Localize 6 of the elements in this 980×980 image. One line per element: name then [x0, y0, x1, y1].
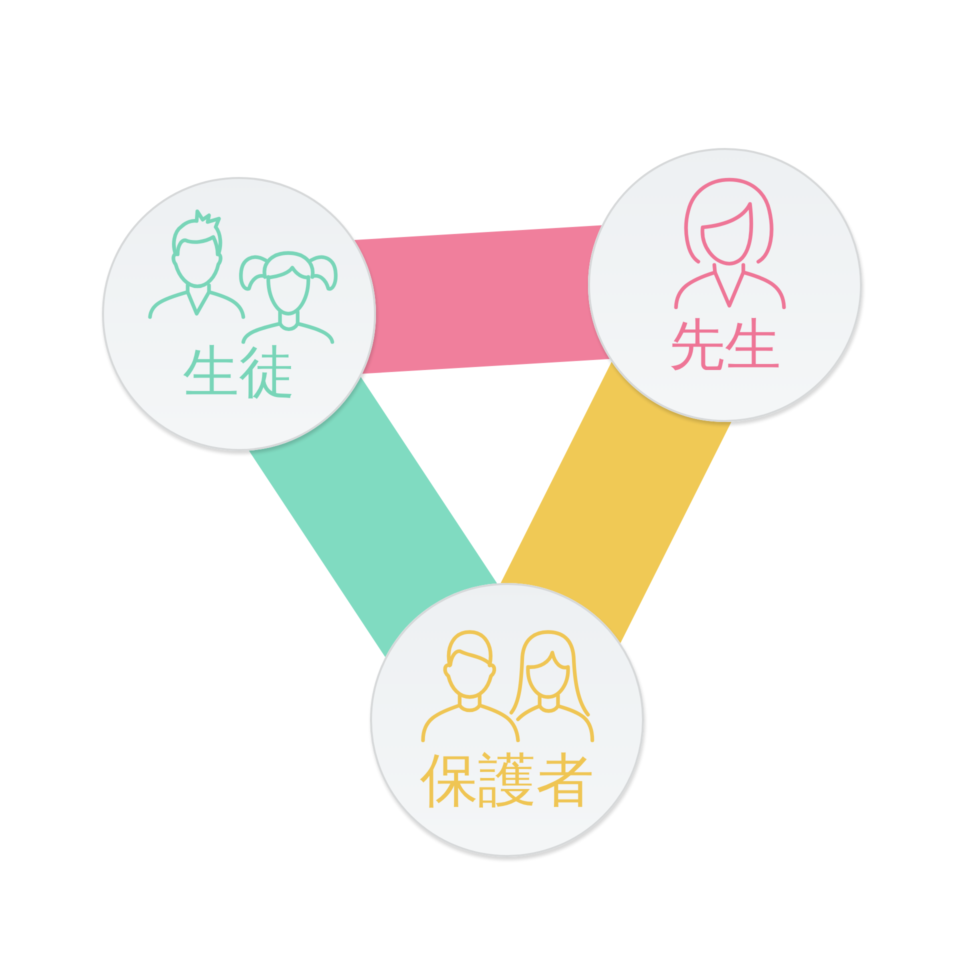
role-label: 保護者	[420, 751, 594, 809]
role-label: 生徒	[183, 345, 295, 401]
role-label: 先生	[669, 318, 781, 374]
connector-band	[354, 225, 610, 374]
connector-band	[248, 376, 498, 658]
connector-band	[500, 362, 732, 644]
